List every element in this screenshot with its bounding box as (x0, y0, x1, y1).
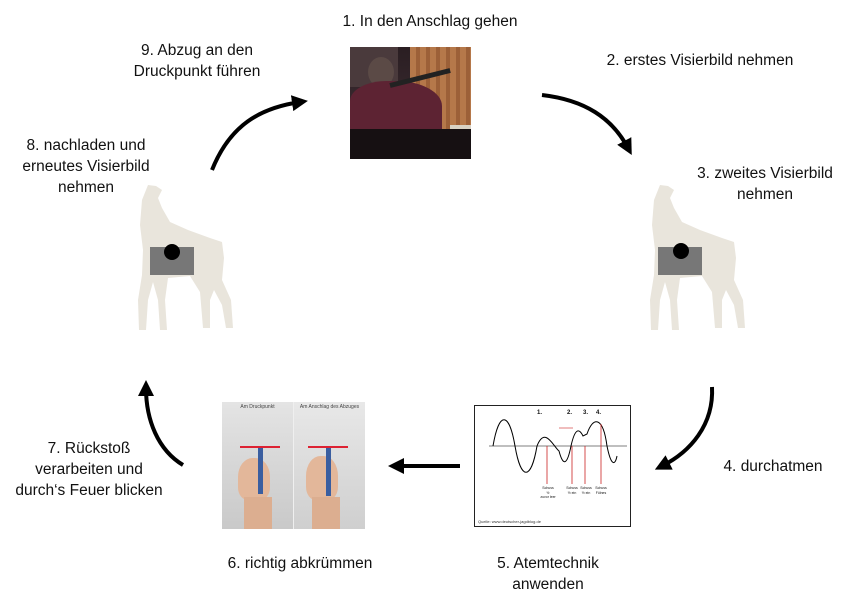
arrow-9-to-1 (210, 95, 308, 171)
step-4-label: 4. durchatmen (723, 458, 823, 475)
breath-chart-source: Quelle: www.deutscher-jagdblog.de (478, 519, 541, 524)
deer-silhouette-right (650, 185, 745, 330)
arrow-1-to-2 (541, 93, 632, 156)
photo-caption-left: Am Druckpunkt (240, 404, 275, 410)
aim-dot (164, 244, 180, 260)
arrow-3-to-4 (654, 386, 715, 470)
step-3-label: 3. zweites Visierbild nehmen (697, 165, 833, 203)
step-1-label: 1. In den Anschlag gehen (342, 13, 518, 30)
step-9-label: 9. Abzug an den Druckpunkt führen (133, 42, 261, 80)
step-2-label: 2. erstes Visierbild nehmen (606, 52, 794, 69)
breath-mark-4: 4. (596, 410, 602, 416)
step-5-label: 5. Atemtechnik anwenden (497, 555, 599, 593)
step-6-label: 6. richtig abkrümmen (227, 555, 373, 572)
aim-dot (673, 243, 689, 259)
arrow-7-to-8 (138, 380, 185, 467)
breathing-curve (489, 419, 627, 484)
trigger-finger-photo: Am Druckpunkt Am Anschlag des Abzuges (222, 402, 365, 529)
breath-mark-2: 2. (567, 410, 573, 416)
breath-mark-3: 3. (583, 410, 589, 416)
breath-mark-1: 1. (537, 410, 543, 416)
step-8-label: 8. nachladen und erneutes Visierbild neh… (22, 137, 150, 196)
deer-silhouette-left (138, 185, 233, 330)
step-7-label: 7. Rückstoß verarbeiten und durch‘s Feue… (15, 440, 163, 499)
photo-caption-right: Am Anschlag des Abzuges (299, 404, 360, 410)
shooter-photo (350, 47, 471, 159)
